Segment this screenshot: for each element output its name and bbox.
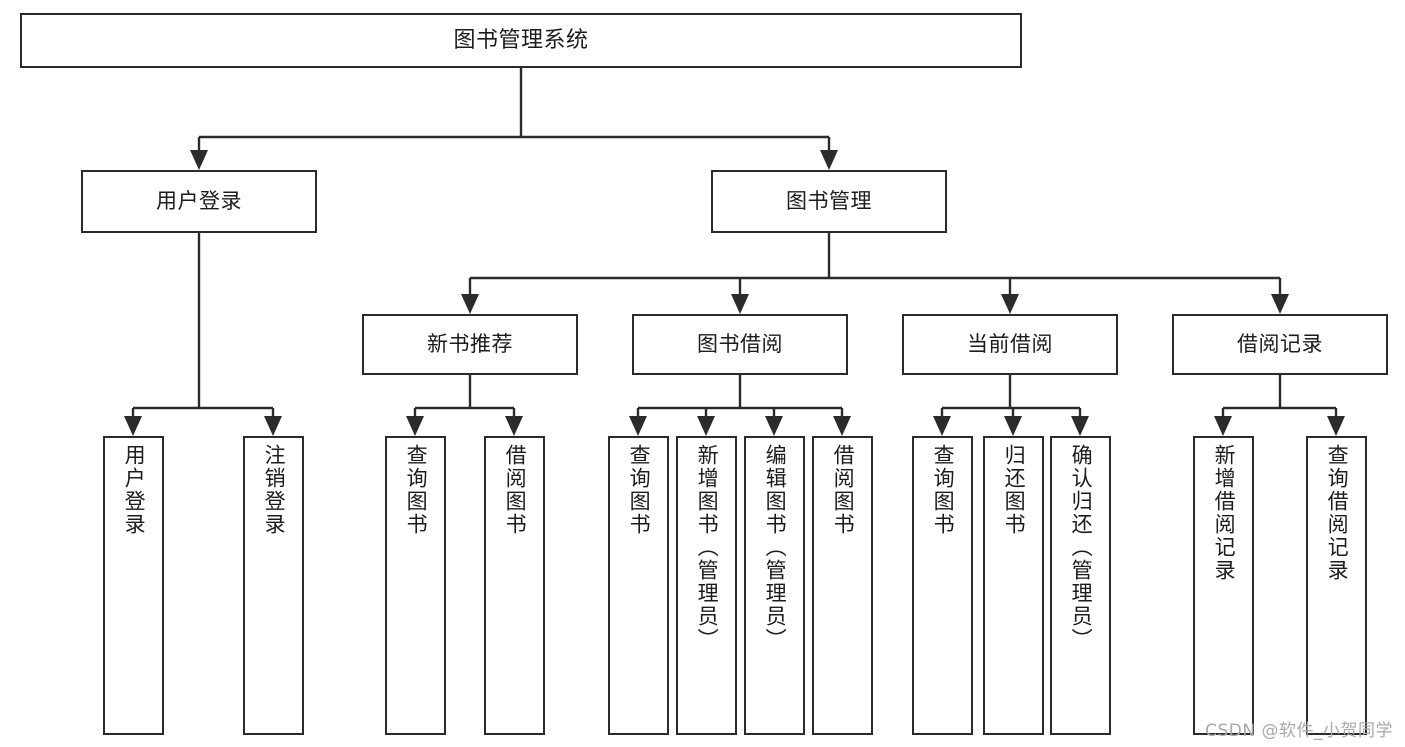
node-label: 借阅图书 bbox=[503, 444, 528, 536]
node-borrow-record[interactable]: 借阅记录 bbox=[1172, 314, 1388, 375]
node-label: 用户登录 bbox=[122, 444, 147, 536]
leaf-return-book[interactable]: 归还图书 bbox=[983, 436, 1044, 735]
leaf-user-logout[interactable]: 注销登录 bbox=[243, 436, 304, 735]
leaf-edit-book-admin[interactable]: 编辑图书（管理员） bbox=[744, 436, 805, 735]
node-current-borrow[interactable]: 当前借阅 bbox=[902, 314, 1118, 375]
node-label: 借阅图书 bbox=[831, 444, 856, 536]
leaf-borrow-book-borrow[interactable]: 借阅图书 bbox=[812, 436, 873, 735]
csdn-watermark: CSDN @软件_小贺同学 bbox=[1205, 721, 1393, 741]
leaf-confirm-return-admin[interactable]: 确认归还（管理员） bbox=[1050, 436, 1111, 735]
node-label: 归还图书 bbox=[1002, 444, 1027, 536]
leaf-user-login[interactable]: 用户登录 bbox=[103, 436, 164, 735]
node-label: 图书借阅 bbox=[697, 332, 783, 357]
node-label: 用户登录 bbox=[156, 189, 242, 214]
node-root-system[interactable]: 图书管理系统 bbox=[20, 13, 1022, 68]
leaf-query-book-current[interactable]: 查询图书 bbox=[912, 436, 973, 735]
node-label: 查询图书 bbox=[931, 444, 956, 536]
node-book-borrow[interactable]: 图书借阅 bbox=[632, 314, 848, 375]
node-label: 新书推荐 bbox=[427, 332, 513, 357]
leaf-add-book-admin[interactable]: 新增图书（管理员） bbox=[676, 436, 737, 735]
node-label: 新增图书（管理员） bbox=[695, 444, 720, 651]
node-label: 查询图书 bbox=[404, 444, 429, 536]
node-label: 借阅记录 bbox=[1237, 332, 1323, 357]
leaf-add-borrow-record[interactable]: 新增借阅记录 bbox=[1193, 436, 1254, 735]
node-label: 编辑图书（管理员） bbox=[763, 444, 788, 651]
leaf-query-borrow-record[interactable]: 查询借阅记录 bbox=[1306, 436, 1367, 735]
node-book-manage[interactable]: 图书管理 bbox=[711, 170, 947, 233]
node-label: 注销登录 bbox=[262, 444, 287, 536]
node-user-login[interactable]: 用户登录 bbox=[81, 170, 317, 233]
node-label: 查询图书 bbox=[627, 444, 652, 536]
node-label: 当前借阅 bbox=[967, 332, 1053, 357]
node-label: 图书管理 bbox=[786, 189, 872, 214]
leaf-borrow-book-recommend[interactable]: 借阅图书 bbox=[484, 436, 545, 735]
node-label: 确认归还（管理员） bbox=[1069, 444, 1094, 651]
leaf-query-book-borrow[interactable]: 查询图书 bbox=[608, 436, 669, 735]
leaf-query-book-recommend[interactable]: 查询图书 bbox=[385, 436, 446, 735]
node-new-book-recommend[interactable]: 新书推荐 bbox=[362, 314, 578, 375]
node-label: 新增借阅记录 bbox=[1212, 444, 1237, 582]
node-label: 查询借阅记录 bbox=[1325, 444, 1350, 582]
node-label: 图书管理系统 bbox=[453, 27, 589, 53]
